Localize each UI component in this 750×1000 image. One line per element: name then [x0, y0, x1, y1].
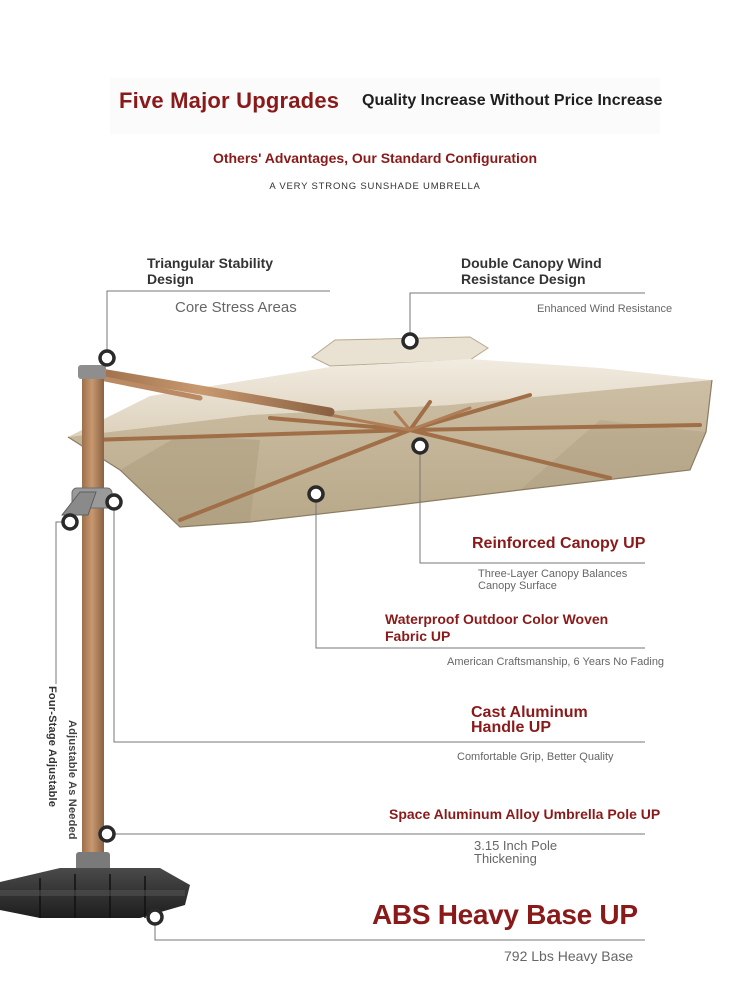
callout-base-desc: 792 Lbs Heavy Base	[504, 948, 634, 964]
leader-lines	[55, 290, 645, 941]
callout-pole-title: Space Aluminum Alloy Umbrella Pole UP	[389, 806, 661, 822]
callout-reinforced-desc1: Three-Layer Canopy Balances	[478, 568, 628, 580]
callout-handle-line1: Cast Aluminum	[471, 704, 588, 721]
callout-double-canopy-title: Double Canopy Wind Resistance Design	[461, 255, 602, 287]
callout-handle-desc: Comfortable Grip, Better Quality	[457, 751, 614, 763]
callout-reinforced-title: Reinforced Canopy UP	[472, 535, 646, 552]
callout-triangular-desc: Core Stress Areas	[175, 299, 297, 316]
headline-five-upgrades: Five Major Upgrades	[119, 88, 340, 113]
side-text-four-stage: Four-Stage Adjustable	[46, 686, 58, 808]
callout-reinforced-desc: Three-Layer Canopy Balances Canopy Surfa…	[478, 568, 627, 592]
base-illustration	[0, 868, 190, 918]
cantilever-arm	[90, 367, 335, 417]
callout-handle-title: Cast Aluminum Handle UP	[471, 704, 588, 736]
callout-double-canopy-desc: Enhanced Wind Resistance	[537, 303, 673, 315]
headline-quality: Quality Increase Without Price Increase	[362, 92, 663, 109]
callout-reinforced-desc2: Canopy Surface	[478, 580, 557, 592]
pole-cap	[78, 365, 106, 379]
callout-double-canopy-line1: Double Canopy Wind	[461, 255, 602, 271]
subtitle-standard-config: Others' Advantages, Our Standard Configu…	[212, 150, 538, 166]
callout-base-title: ABS Heavy Base UP	[372, 899, 638, 930]
marker-adjustable	[61, 513, 79, 531]
marker-double-canopy	[401, 332, 419, 350]
handle-bracket	[60, 487, 113, 516]
umbrella-pole	[82, 372, 104, 872]
canopy-top	[68, 359, 712, 437]
marker-triangular	[98, 349, 116, 367]
callout-waterproof-line1: Waterproof Outdoor Color Woven	[385, 611, 609, 627]
marker-base	[146, 908, 164, 926]
marker-handle	[105, 493, 123, 511]
vent-canopy	[311, 336, 489, 367]
tagline: A VERY STRONG SUNSHADE UMBRELLA	[269, 181, 481, 192]
callout-waterproof-desc: American Craftsmanship, 6 Years No Fadin…	[447, 656, 665, 668]
callout-waterproof-title: Waterproof Outdoor Color Woven Fabric UP	[385, 611, 608, 645]
marker-waterproof	[307, 485, 325, 503]
callout-handle-line2: Handle UP	[471, 719, 552, 736]
callout-pole-desc2: Thickening	[474, 851, 537, 866]
callout-pole-desc1: 3.15 Inch Pole	[474, 838, 558, 853]
callout-double-canopy-line2: Resistance Design	[461, 271, 586, 287]
callout-triangular-title: Triangular Stability Design	[147, 255, 273, 287]
callout-pole-desc: 3.15 Inch Pole Thickening	[474, 839, 557, 865]
marker-rings	[61, 332, 429, 926]
canopy-underside	[68, 380, 712, 527]
callout-triangular-line2: Design	[147, 271, 194, 287]
header-band	[110, 78, 660, 134]
callout-triangular-line1: Triangular Stability	[147, 255, 274, 271]
side-text-adjustable: Adjustable As Needed	[66, 720, 78, 840]
marker-reinforced	[411, 437, 429, 455]
marker-pole	[98, 825, 116, 843]
callout-waterproof-line2: Fabric UP	[385, 628, 451, 644]
